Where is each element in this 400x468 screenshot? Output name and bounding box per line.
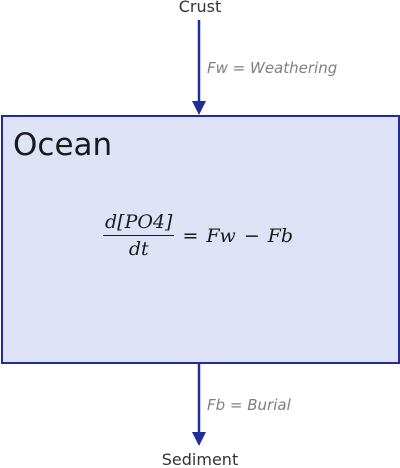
mass-balance-equation: d[PO4] dt = Fw − Fb <box>103 211 293 260</box>
sediment-label: Sediment <box>161 450 239 468</box>
equation-numerator: d[PO4] <box>103 211 175 236</box>
burial-arrow <box>192 362 206 446</box>
equation-denominator: dt <box>128 238 149 260</box>
equation-term-fb: Fb <box>267 224 294 247</box>
crust-label: Crust <box>178 0 222 16</box>
weathering-flux-label: Fw = Weathering <box>207 59 338 77</box>
equation-term-fw: Fw <box>206 224 236 247</box>
weathering-arrow <box>192 20 206 115</box>
derivative-fraction: d[PO4] dt <box>103 211 175 260</box>
ocean-title: Ocean <box>13 127 113 163</box>
burial-flux-label: Fb = Burial <box>207 396 291 414</box>
equals-sign: = <box>182 224 199 247</box>
ocean-reservoir-box: Ocean d[PO4] dt = Fw − Fb <box>1 115 400 364</box>
minus-sign: − <box>243 224 260 247</box>
